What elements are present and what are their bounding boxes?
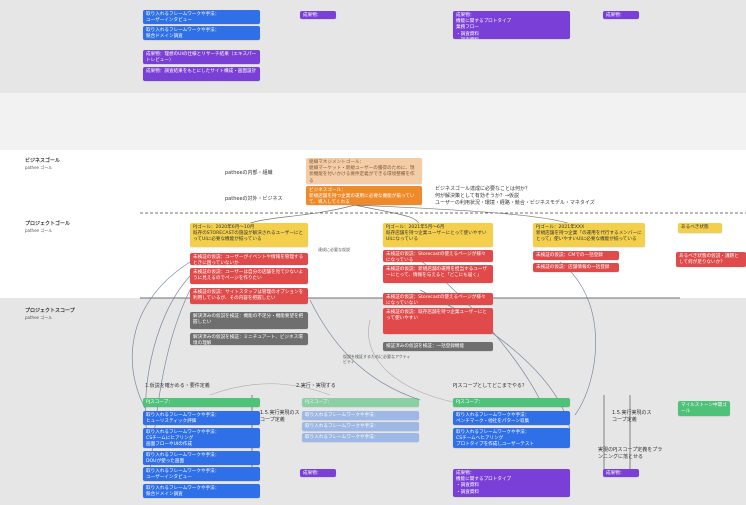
band-light-1 bbox=[0, 93, 746, 150]
hypothesis-note[interactable]: 未検証の仮説：サイトスタッフは管理のオプションを利用しているが、その内容を把握し… bbox=[190, 288, 308, 304]
scope-definition-label: 実現のPJスコープ定義をプランニングに落とせる bbox=[598, 447, 663, 460]
step-1-label: 1.仮説を確かめる・要件定義 bbox=[145, 383, 210, 389]
pj-scope-note-1[interactable]: PJスコープ： bbox=[143, 398, 260, 407]
section-title-business: ビジネスゴール bbox=[25, 158, 61, 164]
verified-hypothesis-note[interactable]: 解決済みの仮説を検証：機能の不足分・機能要望を把握したい bbox=[190, 312, 308, 329]
scope-method-note[interactable]: 取り入れるフレームワークや手法： CSチームへヒアリング プロトタイプを作成しユ… bbox=[453, 428, 570, 448]
hypothesis-note[interactable]: 未検証の仮説：CMでの一括登録 bbox=[533, 251, 619, 260]
hypothesis-note[interactable]: 未検証の仮説：店舗情報の一括登録 bbox=[533, 263, 619, 272]
pathee-outside-label: patheeの対外・ビジネス bbox=[225, 196, 283, 202]
hypothesis-note[interactable]: 未検証の仮説：ユーザーがイベントや情報を管理するときに困っていないか bbox=[190, 253, 308, 265]
top-blue-note-1[interactable]: 取り入れるフレームワークや手法： ユーザーインタビュー bbox=[143, 10, 260, 24]
ideal-state-red-note[interactable]: あるべき状態の仮説・課題として何が足りないか？ bbox=[676, 252, 746, 267]
scope-method-note-faded[interactable]: 取り入れるフレームワークや手法： bbox=[302, 433, 419, 442]
top-right-purple-note[interactable]: 成果物： 機能に関するプロトタイプ 業務フロー ・調査資料 ・調査資料 bbox=[453, 11, 570, 39]
hypothesis-note[interactable]: 未検証の仮説：既存店舗を持つ企業ユーザーにとって使いやすい bbox=[383, 308, 493, 334]
necessary-hypothesis-label: 達成に必要な仮説 bbox=[318, 247, 350, 252]
pathee-inside-label: patheeの内部・組織 bbox=[225, 170, 273, 176]
top-blue-note-2[interactable]: 取り入れるフレームワークや手法： 競合ドメイン調査 bbox=[143, 26, 260, 40]
scope-method-note[interactable]: 取り入れるフレームワークや手法： ユーザーインタビュー bbox=[143, 467, 260, 481]
section-sub-project: pathee ゴール bbox=[25, 228, 53, 233]
pj-goal-2-note[interactable]: PJゴール：2021年5月〜6月 既存店舗を持つ企業ユーザーにとって使いやすいU… bbox=[383, 223, 493, 247]
pj-scope-note-2[interactable]: PJスコープ： bbox=[302, 398, 419, 407]
step-15a-label: 1.5.実行実現のスコープ定義 bbox=[260, 410, 300, 423]
scope-method-note[interactable]: 取り入れるフレームワークや手法： ペンチマーク・他社をパターン収集 bbox=[453, 411, 570, 425]
business-goal-question: ビジネスゴール達成に必要なことは何か？ 何が解決策として有効そうか？→仮説 ユー… bbox=[435, 186, 595, 206]
section-title-scope: プロジェクトスコープ bbox=[25, 308, 75, 314]
step-2-label: 2.実行・実現する bbox=[296, 383, 336, 389]
pj-scope-note-3[interactable]: PJスコープ： bbox=[453, 398, 570, 407]
hypothesis-note[interactable]: 未検証の仮説：Storecastの使えるページが様々になっている bbox=[383, 250, 493, 262]
pj-goal-1-note[interactable]: PJゴール：2020年6月〜10月 既存のSTORECASTの施設が解決されるユ… bbox=[190, 223, 308, 247]
pj-goal-3-note[interactable]: PJゴール：2021年XXX 新規店舗を持つ企業「の運用を代行するメンバーにとっ… bbox=[533, 223, 645, 247]
verified-hypothesis-note[interactable]: 解決済みの仮説を検証：ミニチュアート、ビジネス環境の理解 bbox=[190, 333, 308, 345]
step-3-label: PJスコープとしてどこまでやる？ bbox=[453, 383, 527, 389]
top-mid-tag[interactable]: 成果物： bbox=[300, 11, 336, 19]
top-right-tag[interactable]: 成果物： bbox=[603, 11, 639, 19]
scope-method-note[interactable]: 取り入れるフレームワークや手法： CSチームにヒアリング 画面フローやUIの作成 bbox=[143, 428, 260, 448]
hypothesis-note[interactable]: 未検証の仮説：ユーザーは自分の店舗を見て少ないように見えるのでページを作りたい bbox=[190, 268, 308, 284]
scope-method-note[interactable]: 取り入れるフレームワークや手法： DOUが使った画面 bbox=[143, 451, 260, 465]
hypothesis-note[interactable]: 未検証の仮説：Storecastの使えるページが様々になっていない bbox=[383, 293, 493, 305]
scope-method-note-faded[interactable]: 取り入れるフレームワークや手法： bbox=[302, 411, 419, 420]
deliverable-note[interactable]: 成果物： 機能に関するプロトタイプ ・調査資料 ・調査資料 bbox=[453, 469, 570, 497]
deliverable-tag[interactable]: 成果物： bbox=[603, 469, 639, 477]
section-sub-scope: pathee ゴール bbox=[25, 315, 53, 320]
verified-hypothesis-note[interactable]: 検証済みの仮説を検証：一括登録機能 bbox=[383, 342, 493, 351]
section-title-project: プロジェクトゴール bbox=[25, 221, 71, 227]
scope-method-note-faded[interactable]: 取り入れるフレームワークや手法： bbox=[302, 422, 419, 431]
activity-label: 仮説を検証するために必要なアクティビティ bbox=[343, 354, 411, 365]
org-management-goal-note[interactable]: 組織マネジメントゴール： 組織マーケット・新規ユーザーの獲得のために、現状機能を… bbox=[306, 158, 422, 184]
ideal-state-note[interactable]: あるべき状態 bbox=[678, 223, 722, 233]
section-sub-business: pathee ゴール bbox=[25, 165, 53, 170]
top-purple-note-2[interactable]: 成果物：調査結果をもとにしたサイト構成・画面設計 bbox=[143, 67, 260, 81]
scope-method-note[interactable]: 取り入れるフレームワークや手法： 競合ドメイン調査 bbox=[143, 484, 260, 498]
milestone-note[interactable]: マイルストーン中間ゴール bbox=[678, 401, 730, 416]
step-15b-label: 1.5.実行実現のスコープ定義 bbox=[612, 410, 652, 423]
top-purple-note-1[interactable]: 成果物：理想のUIの仕様とリサーチ結果（エキスパートレビュー） bbox=[143, 50, 260, 64]
scope-method-note[interactable]: 取り入れるフレームワークや手法： ヒューリスティック評価 bbox=[143, 411, 260, 425]
hypothesis-note[interactable]: 未検証の仮説：新規店舗の運用を担当するユーザーにとって、情報を与えると「どこにも… bbox=[383, 265, 493, 283]
deliverable-tag[interactable]: 成果物： bbox=[300, 469, 336, 477]
business-goal-note[interactable]: ビジネスゴール： 新規店舗を持つ企業の運用に必要な機能が揃っていて、導入してくれ… bbox=[306, 186, 422, 205]
